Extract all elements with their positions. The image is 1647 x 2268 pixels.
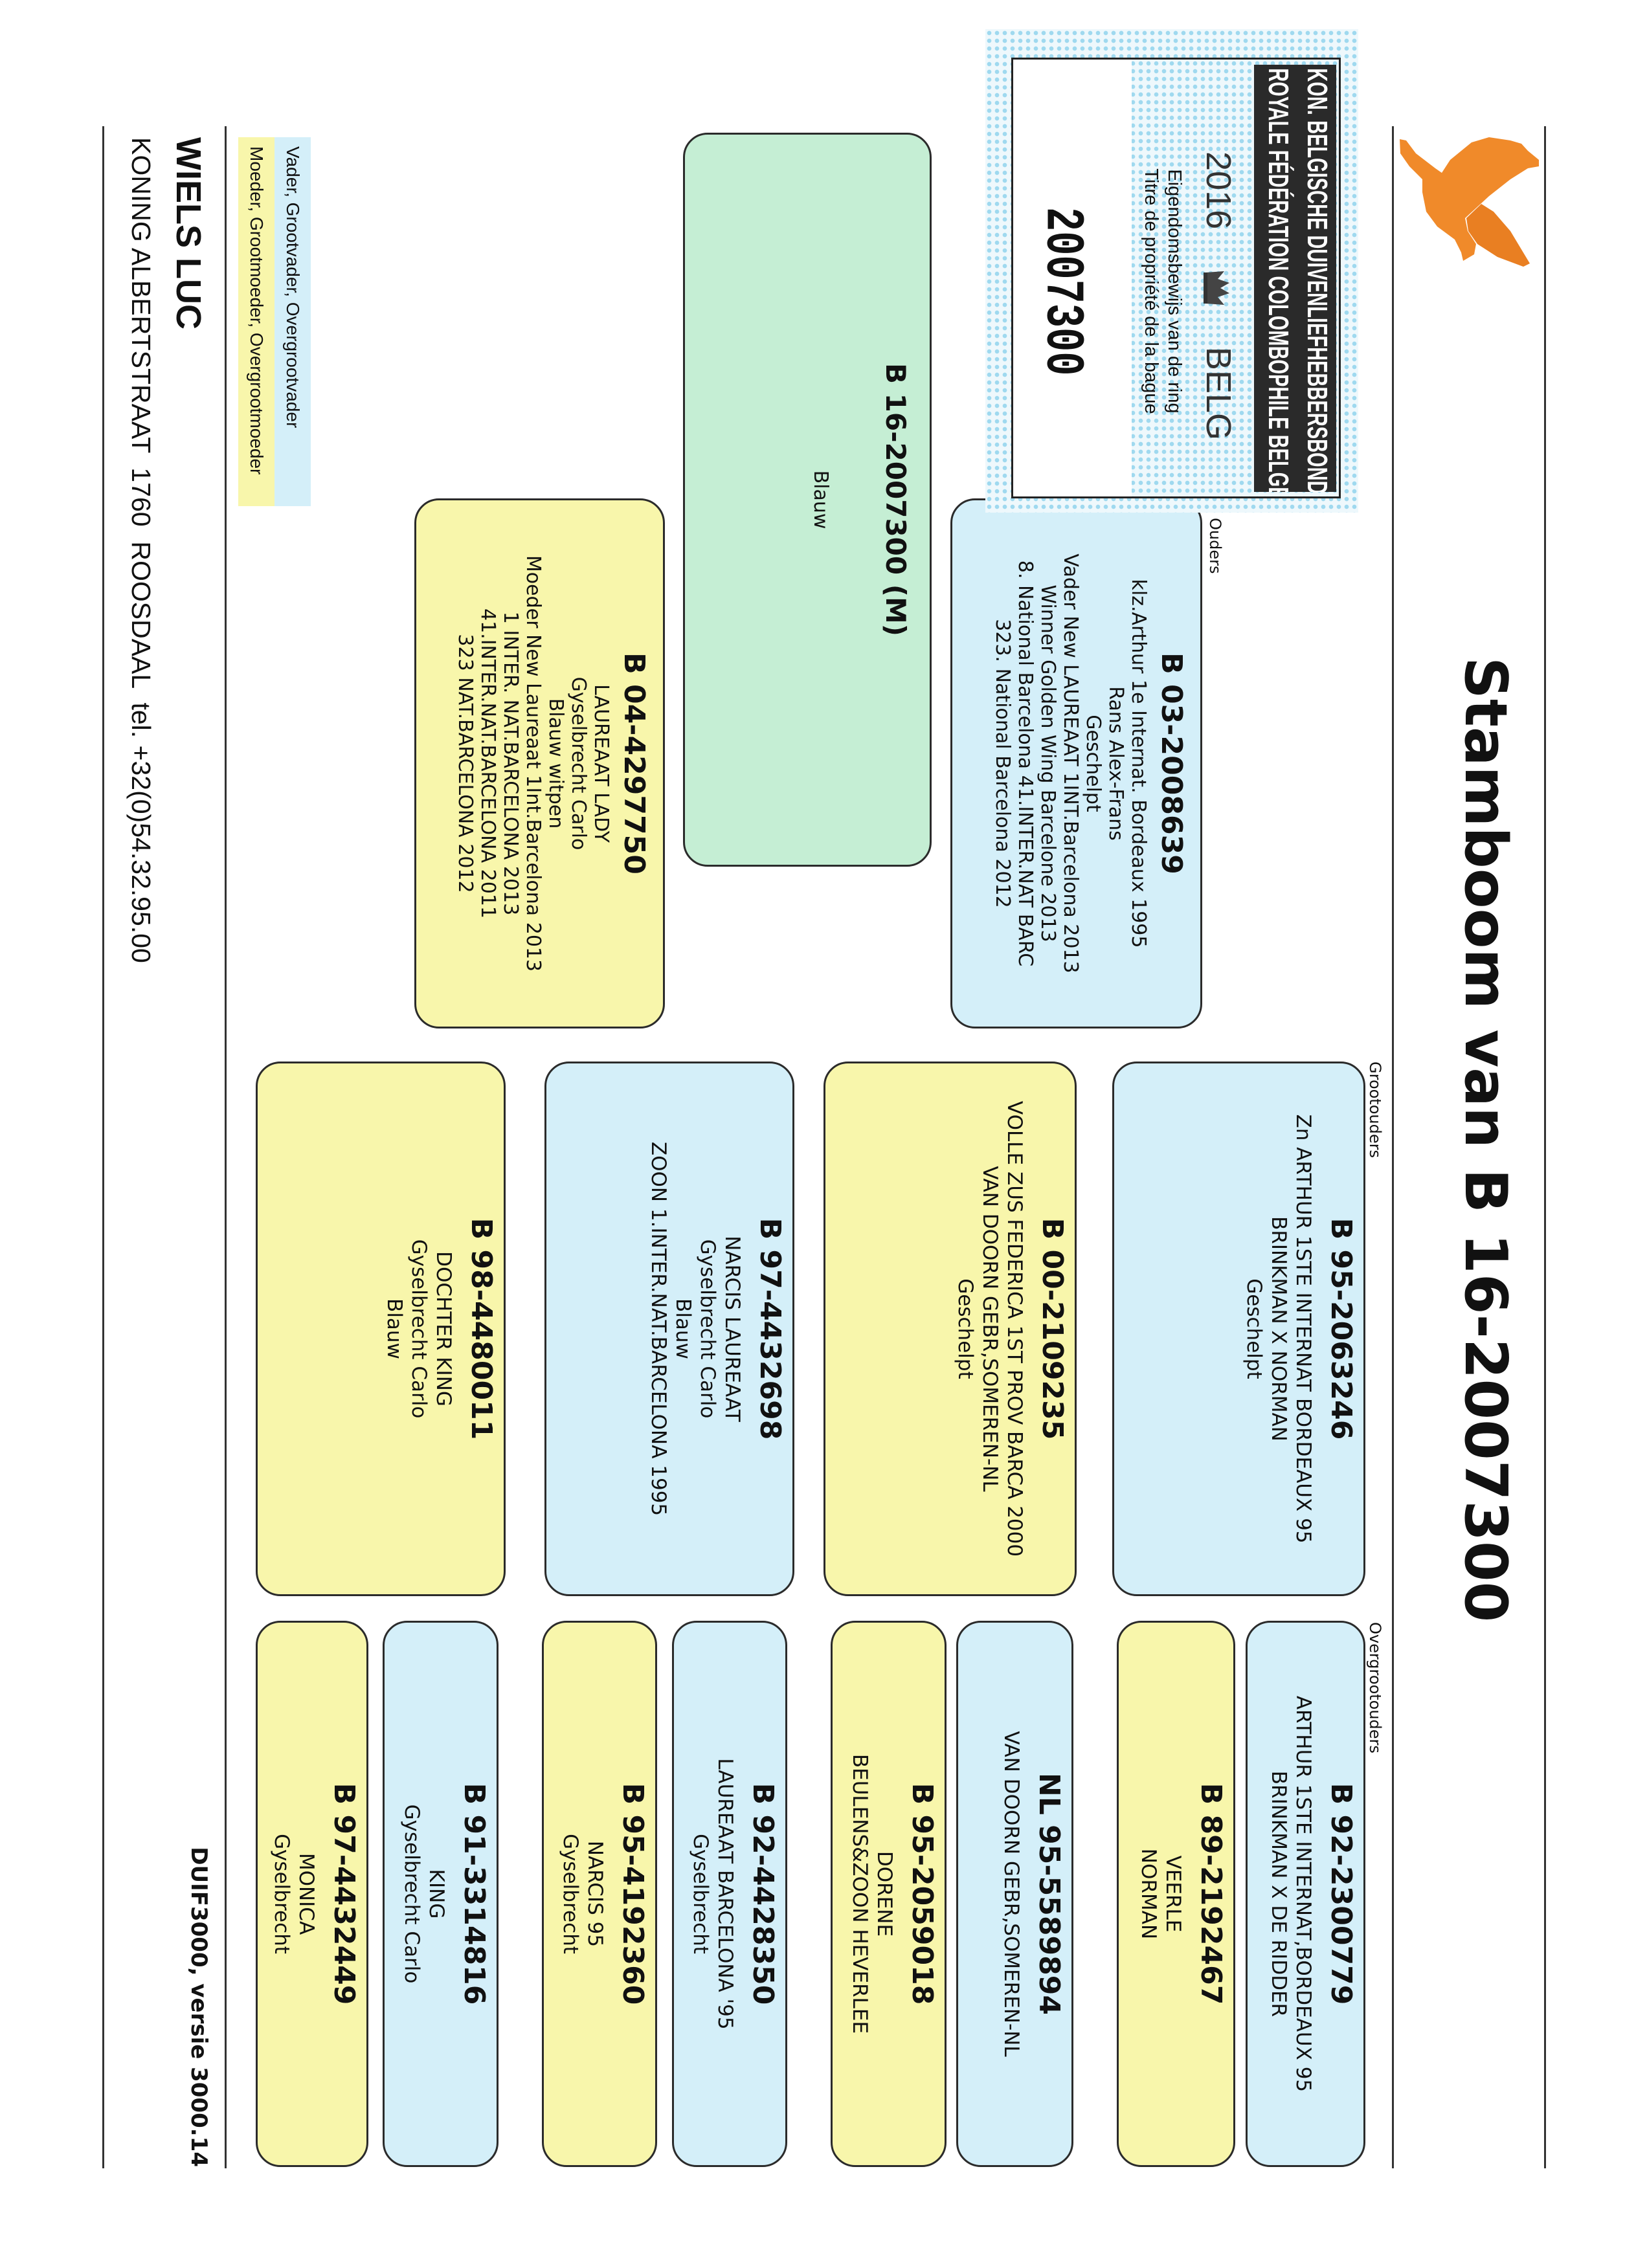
- ring-number: B 04-4297750: [618, 652, 651, 874]
- pigeon-info-line: klz.Arthur 1e Internat. Bordeaux 1995: [1127, 579, 1150, 948]
- pigeon-info-line: Gyselbrecht: [559, 1834, 582, 1954]
- ring-number: NL 95-5589894: [1033, 1773, 1066, 2015]
- pigeon-info-line: Gyselbrecht: [270, 1834, 293, 1954]
- ring-year: 2016: [1199, 151, 1238, 230]
- pedigree-box-grandfather-paternal: B 95-2063246 Zn ARTHUR 1STE INTERNAT BORD…: [1112, 1062, 1365, 1596]
- pigeon-info-line: Geschelpt: [954, 1278, 977, 1379]
- ring-number: B 00-2109235: [1036, 1217, 1069, 1440]
- ring-caption-nl: Eigendomsbewijs van de ring: [1164, 169, 1185, 414]
- column-label-parents: Ouders: [1206, 518, 1224, 574]
- pigeon-info-line: Gyselbrecht Carlo: [696, 1239, 719, 1419]
- pigeon-info-line: Blauw: [671, 1298, 695, 1359]
- pigeon-info-line: Gyselbrecht Carlo: [407, 1239, 431, 1419]
- pigeon-info-line: Geschelpt: [1242, 1278, 1266, 1379]
- pigeon-info-line: 1 INTER. NAT.BARCELONA 2013: [499, 611, 522, 916]
- pigeon-info-line: 323. National Barcelona 2012: [991, 619, 1014, 908]
- pigeon-info-line: Blauw witpen: [544, 698, 567, 829]
- ring-number: B 95-4192360: [616, 1783, 649, 2005]
- pigeon-info-line: Winner Golden Wing Barcelone 2013: [1036, 584, 1059, 942]
- pigeon-info-line: Geschelpt: [1082, 715, 1104, 812]
- pigeon-info-line: 323 NAT.BARCELONA 2012: [454, 634, 476, 893]
- legend-female: Moeder, Grootmoeder, Overgrootmoeder: [238, 137, 274, 506]
- page-title: Stamboom van B 16-2007300: [1451, 657, 1519, 1623]
- federation-name-fr: ROYALE FÉDÉRATION COLOMBOPHILE BELGE: [1262, 68, 1294, 492]
- pigeon-info-line: ARTHUR 1STE INTERNAT,BORDEAUX 95: [1292, 1695, 1315, 2093]
- pigeon-info-line: Moeder New Laureaat 1Int.Barcelona 2013: [522, 555, 544, 972]
- pigeon-info-line: Rans Alex-Frans: [1104, 686, 1127, 841]
- federation-band: KON. BELGISCHE DUIVENLIEFHEBBERSBOND ROY…: [1254, 65, 1336, 492]
- pigeon-info-line: DORENE: [873, 1851, 896, 1937]
- pigeon-info-line: Zn ARTHUR 1STE INTERNAT BORDEAUX 95: [1292, 1114, 1315, 1544]
- ring-number: B 95-2063246: [1325, 1217, 1358, 1440]
- pigeon-info-line: VAN DOORN GEBR,SOMEREN-NL: [1000, 1731, 1023, 2057]
- ring-number: B 92-4428350: [746, 1783, 779, 2005]
- color-legend: Vader, Grootvader, Overgrootvader Moeder…: [238, 137, 311, 506]
- column-label-grandparents: Grootouders: [1366, 1062, 1384, 1158]
- footer-rule-top: [225, 126, 227, 2168]
- pedigree-box-subject: B 16-2007300 (M) Blauw: [683, 133, 932, 867]
- crown-icon: [1204, 271, 1229, 306]
- pigeon-info-line: NARCIS LAUREAAT: [721, 1236, 744, 1422]
- ring-country: BELG: [1199, 346, 1238, 440]
- pigeon-info-line: Gyselbrecht: [689, 1834, 712, 1954]
- ring-caption-fr: Titre de propriété de la bague: [1141, 168, 1161, 414]
- pigeon-info-line: DOCHTER KING: [432, 1251, 455, 1406]
- owner-address: KONING ALBERTSTRAAT 1760 ROOSDAAL tel. +…: [126, 137, 156, 963]
- ring-number: B 92-2300779: [1325, 1783, 1358, 2005]
- ring-number: B 97-4432698: [754, 1217, 787, 1440]
- ring-number: B 89-2192467: [1194, 1783, 1227, 2005]
- pigeon-info-line: NARCIS 95: [583, 1840, 607, 1948]
- pigeon-info-line: LAUREAAT BARCELONA '95: [713, 1758, 737, 2030]
- pigeon-info-line: 8. National Barcelona 41.INTER.NAT BARC: [1014, 560, 1036, 967]
- pigeon-info-line: VAN DOORN GEBR,SOMEREN-NL: [978, 1166, 1002, 1492]
- pigeon-info-line: Vader New LAUREAAT 1INT.Barcelona 2013: [1059, 553, 1082, 973]
- header-rule-top: [1544, 126, 1546, 2168]
- ring-number: B 16-2007300 (M): [880, 363, 912, 636]
- footer-rule-bottom: [102, 126, 104, 2168]
- ring-number: B 03-2008639: [1155, 652, 1188, 874]
- pigeon-info-line: BRINKMAN X DE RIDDER: [1267, 1770, 1290, 2018]
- pigeon-info-line: Gyselbrecht Carlo: [400, 1804, 423, 1984]
- pigeon-info-line: VOLLE ZUS FEDERICA 1ST PROV BARCA 2000: [1003, 1100, 1026, 1557]
- ring-number: B 98-4480011: [465, 1217, 498, 1440]
- ring-year-row: 2016 BELG: [1199, 151, 1238, 440]
- pigeon-info-line: VEERLE: [1161, 1855, 1185, 1933]
- pigeon-info-line: BEULENS&ZOON HEVERLEE: [848, 1753, 871, 2034]
- pigeon-info-line: ZOON 1.INTER.NAT.BARCELONA 1995: [647, 1141, 670, 1517]
- pedigree-box-great-grandparent: B 92-2300779 ARTHUR 1STE INTERNAT,BORDEAU…: [1246, 1621, 1365, 2167]
- pigeon-info-line: 41.INTER.NAT.BARCELONA 2011: [476, 608, 499, 918]
- pedigree-box-great-grandparent: NL 95-5589894 VAN DOORN GEBR,SOMEREN-NL: [956, 1621, 1073, 2167]
- column-label-great-grandparents: Overgrootouders: [1366, 1622, 1384, 1753]
- pigeon-info-line: BRINKMAN X NORMAN: [1267, 1216, 1290, 1441]
- pigeon-info-line: MONICA: [295, 1852, 318, 1935]
- ring-number: 2007300: [1031, 207, 1093, 376]
- federation-name-nl: KON. BELGISCHE DUIVENLIEFHEBBERSBOND: [1301, 68, 1333, 492]
- pigeon-info-line: Blauw: [809, 470, 832, 529]
- pigeon-info-line: Blauw: [383, 1298, 406, 1359]
- pigeon-info-line: KING: [425, 1869, 448, 1919]
- owner-name: WIELS LUC: [169, 137, 208, 329]
- pigeon-info-line: LAUREAAT LADY: [590, 684, 612, 843]
- pigeon-info-line: NORMAN: [1137, 1848, 1160, 1940]
- header-rule-bottom: [1392, 126, 1394, 2168]
- legend-male: Vader, Grootvader, Overgrootvader: [274, 137, 311, 506]
- pedigree-box-grandmother-paternal: B 00-2109235 VOLLE ZUS FEDERICA 1ST PROV …: [824, 1062, 1077, 1596]
- ring-number: B 91-3314816: [458, 1783, 491, 2005]
- pigeon-logo-icon: [1400, 137, 1539, 267]
- software-version: DUIF3000, versie 3000.14: [186, 1847, 212, 2167]
- pigeon-info-line: Gyselbrecht Carlo: [567, 676, 590, 850]
- ring-number: B 97-4432449: [328, 1783, 361, 2005]
- ring-number: B 95-2059018: [906, 1783, 939, 2005]
